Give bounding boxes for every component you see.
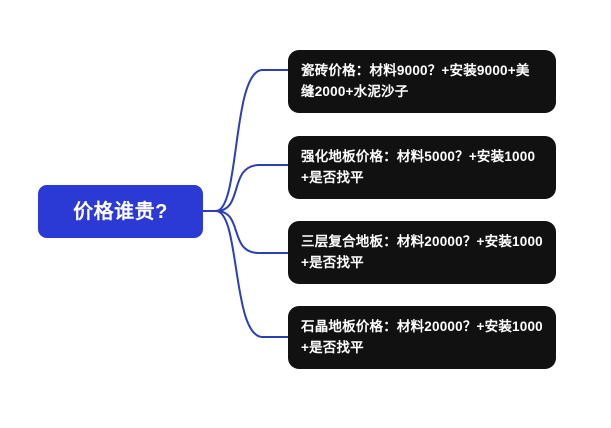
branch-node-label: 三层复合地板：材料20000？+安装1000+是否找平 bbox=[301, 234, 543, 270]
branch-node-laminate-floor-price[interactable]: 强化地板价格：材料5000？+安装1000+是否找平 bbox=[288, 136, 556, 199]
branch-node-label: 石晶地板价格：材料20000？+安装1000+是否找平 bbox=[301, 319, 543, 355]
branch-node-stone-crystal-floor-price[interactable]: 石晶地板价格：材料20000？+安装1000+是否找平 bbox=[288, 306, 556, 369]
root-node-label: 价格谁贵? bbox=[73, 200, 168, 223]
branch-node-tile-price[interactable]: 瓷砖价格：材料9000？+安装9000+美缝2000+水泥沙子 bbox=[288, 50, 556, 113]
connector-root-to-branch-4 bbox=[202, 210, 289, 338]
branch-node-label: 瓷砖价格：材料9000？+安装9000+美缝2000+水泥沙子 bbox=[301, 63, 530, 99]
branch-node-three-layer-composite-floor[interactable]: 三层复合地板：材料20000？+安装1000+是否找平 bbox=[288, 221, 556, 284]
root-node[interactable]: 价格谁贵? bbox=[38, 185, 203, 238]
connector-root-to-branch-3 bbox=[202, 210, 289, 254]
connector-root-to-branch-1 bbox=[202, 69, 289, 212]
branch-node-label: 强化地板价格：材料5000？+安装1000+是否找平 bbox=[301, 149, 536, 185]
connector-root-to-branch-2 bbox=[202, 164, 289, 212]
